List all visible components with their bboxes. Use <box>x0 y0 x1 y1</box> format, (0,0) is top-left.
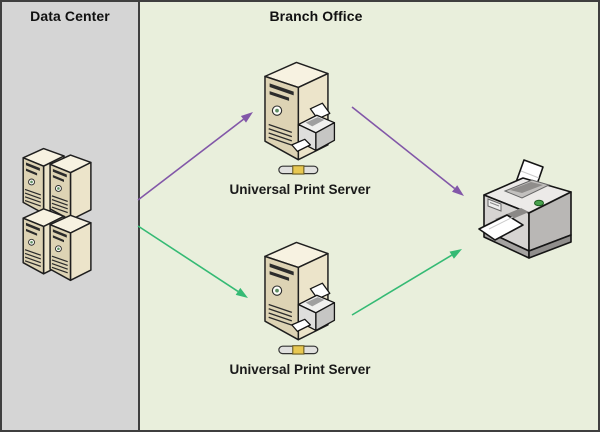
printer-icon <box>478 159 572 259</box>
branch-office-title: Branch Office <box>269 8 363 24</box>
arrow-bottom-server-to-printer <box>351 249 462 316</box>
print-server-top-label: Universal Print Server <box>229 182 371 197</box>
print-server-bottom-node <box>252 236 340 361</box>
print-server-icon <box>264 61 336 175</box>
arrow-datacenter-to-bottom-server <box>137 225 248 298</box>
datacenter-node <box>21 143 94 284</box>
print-server-bottom-label: Universal Print Server <box>229 362 371 377</box>
print-server-icon <box>264 241 336 355</box>
server-cluster-icon <box>22 147 92 282</box>
printer-node <box>477 157 582 269</box>
print-server-top-node <box>252 56 340 181</box>
data-center-title: Data Center <box>30 8 110 24</box>
